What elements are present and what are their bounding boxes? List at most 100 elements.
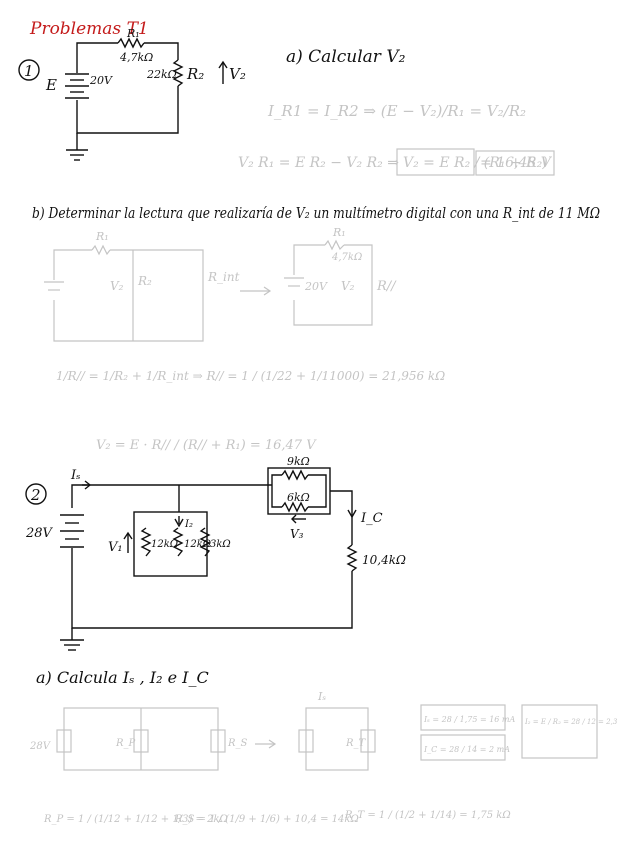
p2-rb-value: 12kΩ	[184, 539, 211, 550]
p1a-result: = 16,48 V	[480, 155, 553, 171]
problem2-number: 2	[30, 486, 41, 504]
p1-resistor-r2	[172, 59, 184, 87]
p1-r1-value: 4,7kΩ	[119, 51, 153, 64]
p2-r10k4-value: 10,4kΩ	[362, 553, 406, 567]
p2a-i2-box	[521, 704, 598, 759]
p2a-rp-label: R_P	[115, 738, 136, 749]
p1b-left-rint-label: R_int	[207, 270, 240, 284]
p2-r6k-value: 6kΩ	[287, 491, 310, 504]
problem1-number-circle	[18, 59, 40, 81]
p2-wire-top-left	[71, 484, 272, 508]
p1b-left-wire-top-a	[53, 249, 92, 280]
p1b-left-wire-loop	[53, 249, 204, 342]
p2-resistor-a	[140, 527, 152, 557]
p1b-right-wire-top-a	[293, 244, 325, 275]
p1-r2-label: R₂	[186, 65, 204, 83]
p2a-prompt: a) Calcula Iₛ , I₂ e I_C	[36, 668, 209, 687]
p1-r2-value: 22kΩ	[146, 68, 177, 81]
p1-source-label: E	[45, 76, 57, 94]
p1b-right-r1-value: 4,7kΩ	[331, 252, 362, 263]
p1b-prompt: b) Determinar la lectura que realizaría …	[32, 204, 600, 222]
problem2-circuit	[60, 467, 358, 651]
p2-is-label: Iₛ	[70, 468, 81, 483]
p2-v1-arrow-head	[123, 531, 133, 540]
p1b-arrow-head	[263, 286, 272, 296]
p1-wire-right-top	[144, 42, 179, 60]
p2a-result-is: Iₛ = 28 / 1,75 = 16 mA	[423, 715, 516, 724]
p2-resistor-c	[199, 527, 211, 557]
p1b-right-r1	[324, 239, 345, 251]
p1b-left-v2-label: V₂	[110, 279, 124, 293]
p2-source-value: 28V	[25, 526, 54, 541]
p1b-right-wire-loop	[293, 244, 373, 326]
p2a-left-rp	[133, 729, 149, 753]
p2-wire-bottom	[71, 548, 353, 629]
problem1-number: 1	[24, 62, 34, 80]
p2a-right-loop	[305, 707, 369, 771]
p2-i2-arrow-head	[174, 518, 184, 528]
p2-rc-value: 3kΩ	[210, 539, 231, 550]
p1b-right-source: 20V	[304, 280, 328, 293]
page-title: Problemas T1	[29, 19, 149, 39]
p2a-left-source	[56, 729, 72, 753]
p2a-left-rs	[210, 729, 226, 753]
p2-resistor-9k	[281, 469, 309, 481]
p2-ic-label: I_C	[360, 511, 383, 526]
p1a-equation-2-lhs: V₂ R₁ = E R₂ − V₂ R₂ ⇒	[238, 155, 399, 171]
p1b-arrow	[240, 286, 272, 296]
p1-wire-left-top	[76, 42, 118, 73]
p2-wire-9k-left	[271, 474, 282, 485]
p2a-equation-rs: R_S = 1 / (1/9 + 1/6) + 10,4 = 14kΩ	[174, 814, 359, 825]
p1-v2-label: V₂	[229, 65, 246, 83]
p2a-result-ic: I_C = 28 / 14 = 2 mA	[423, 745, 510, 754]
p2a-rt-label: R_T	[345, 738, 367, 749]
p2a-source-label: 28V	[29, 741, 52, 752]
p2a-sketch-left	[56, 704, 598, 771]
p2-i2-label: I₂	[184, 519, 193, 530]
p2a-ic-box	[420, 734, 506, 761]
p1-wire-bottom	[76, 86, 179, 134]
p2-wire-right	[330, 490, 353, 545]
p2a-right-rt	[360, 729, 376, 753]
p2a-result-i2: I₂ = E / R₂ = 28 / 12 = 2,33 mA	[524, 718, 617, 726]
p2a-is-box	[420, 704, 506, 731]
p2-wire-6k-right	[308, 485, 327, 508]
p2-r9k-value: 9kΩ	[287, 455, 310, 468]
p2-v1-label: V₁	[108, 540, 123, 555]
p1a-v2-box	[396, 148, 475, 176]
p1b-equation-parallel: 1/R// = 1/R₂ + 1/R_int ⇒ R// = 1 / (1/22…	[56, 369, 445, 383]
problem2-number-circle	[25, 483, 47, 505]
p1a-prompt: a) Calcular V₂	[286, 47, 406, 67]
p2a-equation-rt: R_T = 1 / (1/2 + 1/14) = 1,75 kΩ	[344, 810, 511, 821]
p1b-left-r2-label: R₂	[137, 274, 152, 288]
p1b-equation-v2: V₂ = E · R// / (R// + R₁) = 16,47 V	[96, 438, 317, 453]
p1b-left-r1-label: R₁	[95, 230, 109, 243]
p1-source-value: 20V	[89, 74, 113, 87]
p2-resistor-6k	[281, 501, 309, 513]
p1-v2-arrow-head	[218, 60, 228, 69]
p2-ra-value: 12kΩ	[151, 539, 178, 550]
problem1-circuit	[65, 37, 228, 161]
p1a-equation-2-mid: V₂ = E R₂ / (R₁ + R₂)	[403, 155, 548, 171]
p2a-arrow-head	[268, 739, 277, 749]
p1b-sketch-left	[44, 244, 204, 342]
p1b-right-v2-label: V₂	[341, 279, 355, 293]
p2a-equation-rp: R_P = 1 / (1/12 + 1/12 + 1/3) = 2kΩ	[43, 814, 228, 825]
p1b-right-r1-label: R₁	[332, 226, 346, 239]
p1b-left-r1	[91, 244, 111, 256]
p2-ic-arrow	[347, 509, 357, 519]
p2a-right-source	[298, 729, 314, 753]
p2a-is-label: Iₛ	[317, 690, 326, 703]
p2-v3-label: V₃	[290, 527, 304, 541]
p2-wire-9k-right	[308, 474, 327, 485]
p2a-rs-label: R_S	[227, 738, 248, 749]
p1a-equation-1: I_R1 = I_R2 ⇒ (E − V₂)/R₁ = V₂/R₂	[267, 102, 526, 120]
p2-resistor-10k4	[346, 544, 358, 572]
p2-is-arrow-head	[84, 480, 92, 490]
p2-resistor-b	[172, 527, 184, 557]
p2-wire-6k-left	[271, 485, 282, 508]
p1-resistor-r1	[117, 37, 145, 49]
p2-v3-arrow-head	[291, 514, 297, 524]
